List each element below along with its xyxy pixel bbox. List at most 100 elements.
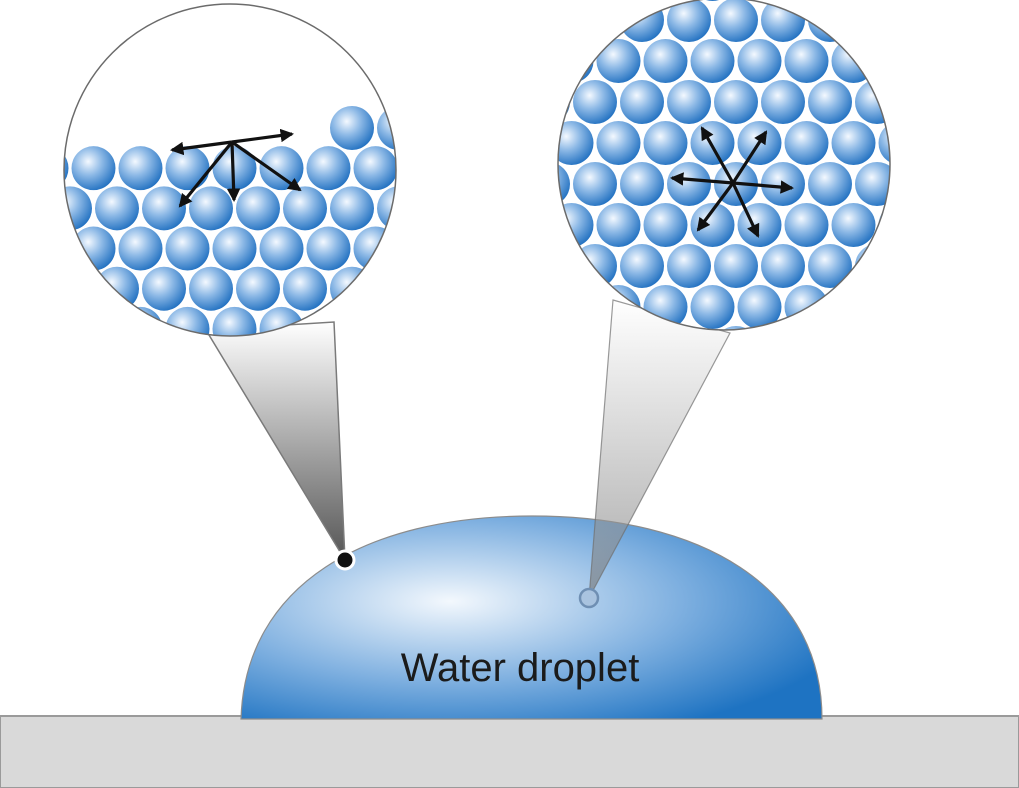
water-molecule (503, 367, 547, 411)
water-molecule (118, 146, 163, 191)
water-molecule (620, 0, 664, 42)
water-molecule (377, 266, 396, 311)
water-molecule (189, 266, 233, 311)
water-molecule (189, 186, 233, 231)
water-molecule (573, 0, 617, 42)
water-molecule (558, 0, 594, 1)
interior-point-marker (578, 587, 600, 609)
water-molecule (761, 80, 805, 124)
water-molecule (558, 80, 570, 124)
water-molecule (503, 0, 547, 1)
force-arrow (231, 128, 294, 144)
water-molecule (620, 244, 664, 288)
water-molecule (831, 285, 876, 329)
water-molecule (690, 203, 735, 247)
water-molecule (377, 106, 396, 150)
force-arrow (231, 140, 302, 192)
surface-molecules (1, 106, 445, 471)
water-molecule (377, 186, 396, 231)
water-molecule (330, 106, 374, 150)
water-molecule (902, 326, 946, 370)
water-molecule (95, 347, 139, 391)
water-molecule (667, 80, 711, 124)
water-molecule (761, 244, 805, 288)
water-molecule (831, 203, 876, 247)
water-molecule (64, 186, 92, 231)
force-arrow (731, 130, 768, 184)
water-molecule (236, 266, 280, 311)
water-molecule (926, 0, 970, 1)
water-molecule (189, 427, 233, 471)
water-molecule (855, 0, 890, 42)
water-molecule (118, 306, 163, 336)
water-molecule (878, 121, 890, 165)
water-molecule (690, 39, 735, 83)
water-molecule (808, 244, 852, 288)
water-molecule (902, 244, 946, 288)
water-molecule (926, 203, 970, 247)
water-molecule (714, 244, 758, 288)
water-molecule (784, 39, 829, 83)
water-molecule (784, 121, 829, 165)
surface-molecules-magnifier (1, 3, 445, 471)
water-molecule (558, 326, 570, 330)
water-molecule (353, 146, 396, 191)
water-molecule (1, 427, 45, 471)
water-molecule (72, 387, 116, 431)
water-molecule (558, 39, 594, 83)
water-molecule (573, 80, 617, 124)
water-molecule (401, 307, 445, 351)
water-molecule (1, 186, 45, 230)
water-molecule (667, 162, 711, 206)
water-molecule (596, 121, 641, 165)
water-molecule (401, 227, 445, 271)
water-molecule (596, 203, 641, 247)
water-molecule (761, 326, 805, 330)
water-molecule (353, 306, 396, 336)
droplet-label: Water droplet (401, 646, 640, 690)
water-molecule (64, 146, 69, 191)
water-molecule (855, 162, 890, 206)
water-molecule (878, 39, 890, 83)
water-molecule (573, 244, 617, 288)
water-molecule (64, 226, 69, 271)
force-arrow (170, 140, 233, 156)
water-molecule (48, 427, 92, 471)
water-molecule (259, 226, 304, 271)
water-molecule (926, 39, 970, 83)
water-molecule (479, 244, 523, 288)
water-molecule (330, 266, 374, 311)
water-molecule (596, 0, 641, 1)
water-molecule (503, 285, 547, 329)
force-arrow (731, 182, 760, 238)
water-molecule (855, 80, 890, 124)
water-molecule (330, 186, 374, 231)
water-molecule (831, 121, 876, 165)
water-molecule (236, 186, 280, 231)
water-molecule (259, 146, 304, 191)
water-molecule (808, 80, 852, 124)
water-molecule (558, 285, 594, 329)
interior-molecules-magnifier (479, 0, 970, 411)
water-molecule (558, 121, 594, 165)
force-arrow (669, 172, 734, 186)
water-molecule (64, 306, 69, 336)
water-molecule (784, 0, 829, 1)
water-molecule (306, 146, 351, 191)
water-molecule (761, 0, 805, 42)
water-molecule (714, 80, 758, 124)
water-molecule (879, 367, 923, 411)
water-molecule (738, 367, 782, 411)
water-molecule (558, 0, 570, 42)
water-molecule (1, 347, 45, 391)
water-molecule (64, 266, 92, 311)
water-molecule (142, 266, 186, 311)
water-molecule (283, 186, 327, 231)
force-arrow (226, 141, 241, 203)
water-molecule (926, 367, 970, 411)
water-molecule (878, 203, 890, 247)
water-molecule (142, 427, 186, 471)
water-molecule (401, 146, 445, 190)
water-molecule (558, 244, 570, 288)
